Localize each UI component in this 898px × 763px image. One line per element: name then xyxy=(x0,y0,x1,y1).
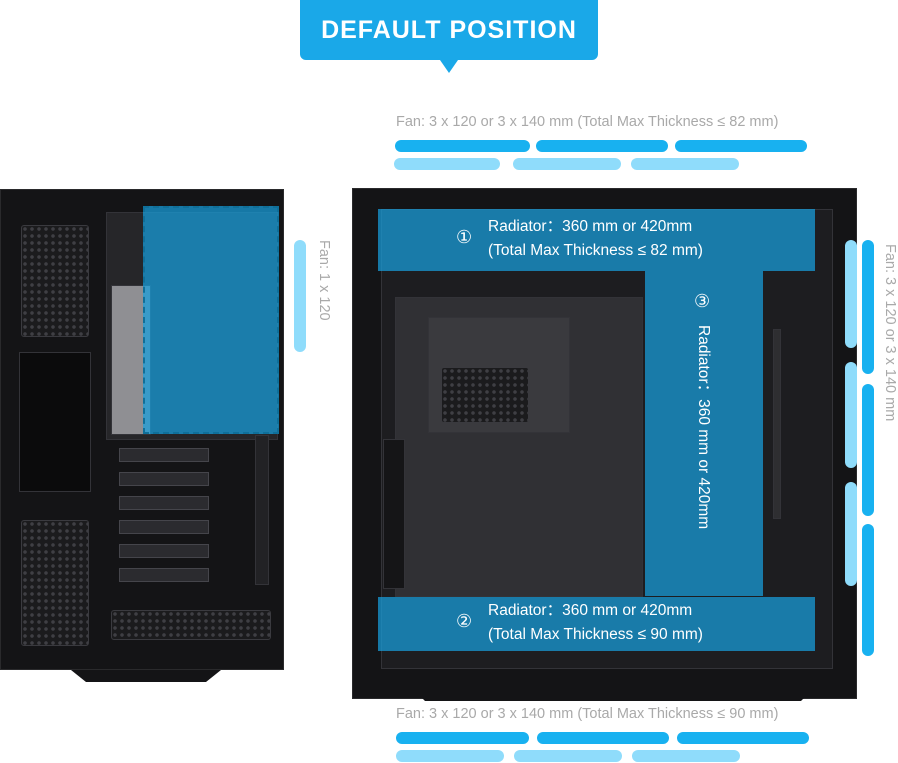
side-radiator-number: ③ xyxy=(694,291,711,311)
top-fan-bar xyxy=(631,158,739,170)
pci-slot xyxy=(119,472,209,486)
psu-opening xyxy=(19,352,91,492)
pci-slot xyxy=(119,496,209,510)
top-fan-bar xyxy=(536,140,668,152)
bottom-radiator-overlay: ② Radiator：360 mm or 420mm (Total Max Th… xyxy=(378,597,815,651)
top-radiator-number: ① xyxy=(456,227,473,247)
bottom-fan-bar xyxy=(632,750,740,762)
bottom-fan-bar xyxy=(677,732,809,744)
side-fan-bar xyxy=(862,384,874,516)
position-badge: DEFAULT POSITION xyxy=(300,0,598,60)
cable-grommet xyxy=(383,439,405,589)
bottom-radiator-thickness: (Total Max Thickness ≤ 90 mm) xyxy=(488,626,703,643)
top-radiator-size: Radiator：360 mm or 420mm xyxy=(488,218,693,235)
pci-slot xyxy=(119,448,209,462)
bottom-fan-bar xyxy=(514,750,622,762)
top-fan-caption: Fan: 3 x 120 or 3 x 140 mm (Total Max Th… xyxy=(396,114,779,130)
side-fan-bar xyxy=(845,482,857,586)
top-fan-bar xyxy=(513,158,621,170)
bottom-fan-bar xyxy=(396,732,529,744)
bottom-fan-bar xyxy=(537,732,669,744)
cpu-mount-mesh xyxy=(441,367,529,423)
top-radiator-thickness: (Total Max Thickness ≤ 82 mm) xyxy=(488,242,703,259)
side-fan-bar xyxy=(862,524,874,656)
top-fan-bar xyxy=(394,158,500,170)
pci-slot xyxy=(119,520,209,534)
bottom-fan-caption: Fan: 3 x 120 or 3 x 140 mm (Total Max Th… xyxy=(396,706,779,722)
vertical-slot-bracket xyxy=(255,435,269,585)
side-rail xyxy=(773,329,781,519)
side-fan-bar xyxy=(862,240,874,374)
case-foot xyxy=(71,670,221,682)
case-foot xyxy=(413,689,813,701)
bottom-radiator-number: ② xyxy=(456,611,473,631)
top-radiator-overlay: ① Radiator：360 mm or 420mm (Total Max Th… xyxy=(378,209,815,271)
side-radiator-overlay: ③ Radiator：360 mm or 420mm xyxy=(645,271,763,596)
rear-fan-bar xyxy=(294,240,306,352)
case-side-view: ① Radiator：360 mm or 420mm (Total Max Th… xyxy=(352,188,857,701)
rear-left-vent xyxy=(21,225,89,337)
side-fan-bar xyxy=(845,240,857,348)
side-fan-bar xyxy=(845,362,857,468)
top-fan-bar xyxy=(395,140,530,152)
rear-bottom-vent xyxy=(111,610,271,640)
side-fan-caption: Fan: 3 x 120 or 3 x 140 mm xyxy=(882,244,898,422)
bottom-fan-bar xyxy=(396,750,504,762)
rear-fan-overlay xyxy=(143,206,279,434)
pci-slot xyxy=(119,544,209,558)
badge-pointer xyxy=(440,60,458,73)
top-fan-bar xyxy=(675,140,807,152)
pci-slot xyxy=(119,568,209,582)
rear-lower-vent xyxy=(21,520,89,646)
case-rear-view xyxy=(0,189,284,682)
side-radiator-size: Radiator：360 mm or 420mm xyxy=(695,325,712,530)
bottom-radiator-size: Radiator：360 mm or 420mm xyxy=(488,602,693,619)
badge-title: DEFAULT POSITION xyxy=(321,15,577,44)
rear-fan-caption: Fan: 1 x 120 xyxy=(316,240,332,321)
